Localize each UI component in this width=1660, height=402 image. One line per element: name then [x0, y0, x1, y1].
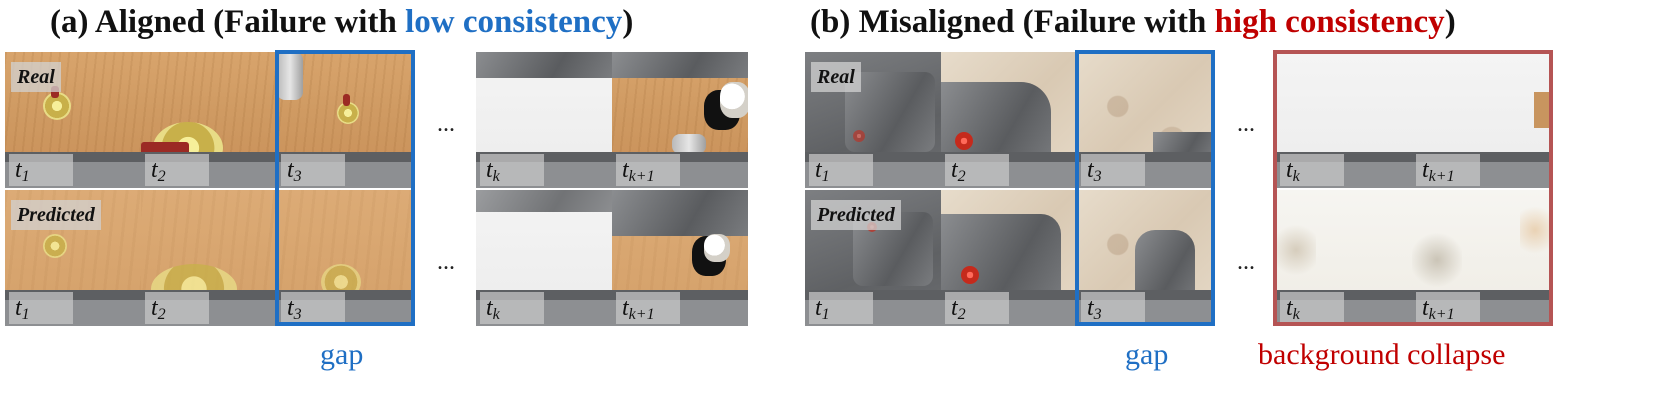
panel-a-pred-frame-tk1: tk+1 [612, 190, 748, 326]
row-label-real: Real [811, 62, 861, 92]
time-label-tk: tk [1280, 292, 1344, 324]
gap-caption-a: gap [320, 338, 364, 371]
time-label-t2: t2 [145, 154, 209, 186]
panel-a-pred-frame-t2: t2 [141, 190, 277, 326]
panel-a-pred-frame-tk: tk [476, 190, 612, 326]
row-label-predicted: Predicted [11, 200, 101, 230]
time-label-t1: t1 [809, 292, 873, 324]
panel-a-real-frame-tk1: tk+1 [612, 52, 748, 188]
panel-a-title-highlight: low consistency [405, 4, 623, 40]
time-label-t2: t2 [945, 292, 1009, 324]
panel-b-pred-frame-tk1: tk+1 [1412, 190, 1550, 326]
time-label-t2: t2 [945, 154, 1009, 186]
time-label-tk1: tk+1 [616, 154, 680, 186]
panel-a-real-frame-t2: t2 [141, 52, 277, 188]
time-label-t3: t3 [1081, 154, 1145, 186]
panel-b-pred-frame-t3: t3 [1077, 190, 1213, 326]
time-label-t2: t2 [145, 292, 209, 324]
peg-object [51, 86, 59, 98]
time-label-tk: tk [480, 292, 544, 324]
panel-a-title: (a) Aligned (Failure with low consistenc… [50, 4, 634, 40]
panel-a-real-frame-tk: tk [476, 52, 612, 188]
panel-a-pred-frame-t1: Predicted t1 [5, 190, 141, 326]
gripper-object [672, 134, 706, 154]
peg-object [43, 234, 67, 258]
ellipsis-b-real: ... [1237, 111, 1255, 137]
time-label-tk: tk [480, 154, 544, 186]
time-label-t3: t3 [281, 154, 345, 186]
time-label-t3: t3 [1081, 292, 1145, 324]
panel-b-real-frame-t2: t2 [941, 52, 1077, 188]
gap-caption-b: gap [1125, 338, 1169, 371]
panel-a-real-frame-t3: t3 [277, 52, 413, 188]
row-label-predicted: Predicted [811, 200, 901, 230]
panel-b-real-frame-t1: Real t1 [805, 52, 941, 188]
panel-b-real-frame-t3: t3 [1077, 52, 1213, 188]
time-label-t1: t1 [9, 154, 73, 186]
panel-b-pred-frame-tk: tk [1276, 190, 1412, 326]
time-label-tk1: tk+1 [1416, 292, 1480, 324]
panel-a-real-frame-t1: Real t1 [5, 52, 141, 188]
panel-b-title-highlight: high consistency [1214, 4, 1445, 40]
time-label-tk1: tk+1 [1416, 154, 1480, 186]
time-label-t1: t1 [809, 154, 873, 186]
ellipsis-b-pred: ... [1237, 249, 1255, 275]
ellipsis-a-pred: ... [437, 249, 455, 275]
panel-b-pred-frame-t1: Predicted t1 [805, 190, 941, 326]
time-label-t3: t3 [281, 292, 345, 324]
row-label-real: Real [11, 62, 61, 92]
peg-object [337, 102, 359, 124]
time-label-tk1: tk+1 [616, 292, 680, 324]
panel-a-pred-frame-t3: t3 [277, 190, 413, 326]
gripper-object [277, 52, 303, 100]
panel-b-pred-frame-t2: t2 [941, 190, 1077, 326]
panel-b-title: (b) Misaligned (Failure with high consis… [810, 4, 1456, 40]
collapse-caption: background collapse [1258, 338, 1506, 371]
peg-object [343, 94, 350, 106]
time-label-t1: t1 [9, 292, 73, 324]
time-label-tk: tk [1280, 154, 1344, 186]
panel-b-real-frame-tk: tk [1276, 52, 1412, 188]
ellipsis-a-real: ... [437, 111, 455, 137]
panel-b-real-frame-tk1: tk+1 [1412, 52, 1550, 188]
